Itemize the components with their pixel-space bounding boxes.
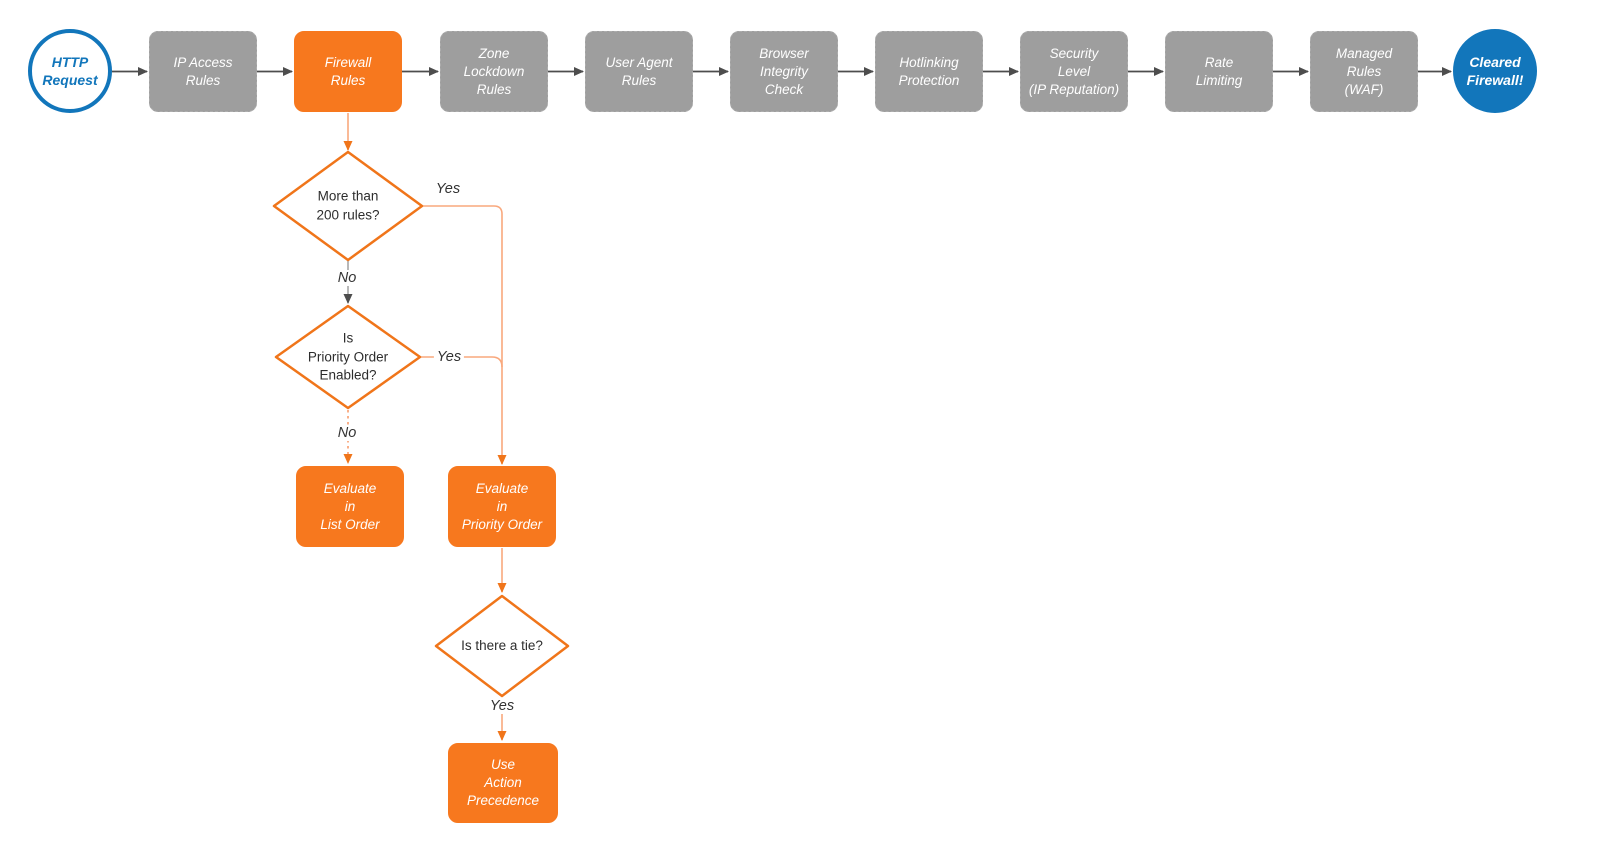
node-security-level: Security Level (IP Reputation) (1020, 31, 1128, 112)
node-use-action-precedence-label: Use Action Precedence (466, 757, 540, 808)
node-firewall-rules: Firewall Rules (294, 31, 402, 112)
decision-is-there-a-tie-shape (434, 594, 570, 698)
edge-label-decision2-yes: Yes (433, 349, 465, 365)
edge-label-decision3-yes: Yes (486, 698, 518, 714)
node-evaluate-in-list-order-label: Evaluate in List Order (320, 480, 380, 532)
decision-priority-order-enabled-label: Is Priority Order Enabled? (307, 330, 389, 383)
edge-label-decision1-yes: Yes (432, 181, 464, 197)
edge-label-decision2-no: No (334, 425, 360, 441)
decision-more-than-200-rules-label: More than 200 rules? (316, 188, 380, 223)
node-evaluate-in-list-order: Evaluate in List Order (296, 466, 404, 547)
node-http-request: HTTP Request (28, 29, 112, 113)
decision-more-than-200-rules-shape (272, 150, 424, 262)
node-use-action-precedence: Use Action Precedence (448, 743, 558, 823)
node-cleared-firewall-label: Cleared Firewall! (1466, 54, 1524, 88)
node-browser-integrity-check: Browser Integrity Check (730, 31, 838, 112)
node-cleared-firewall: Cleared Firewall! (1453, 29, 1537, 113)
node-ip-access-rules: IP Access Rules (149, 31, 257, 112)
node-user-agent-rules-label: User Agent Rules (605, 54, 673, 88)
node-managed-rules-waf: Managed Rules (WAF) (1310, 31, 1418, 112)
node-rate-limiting: Rate Limiting (1165, 31, 1273, 112)
node-browser-integrity-check-label: Browser Integrity Check (759, 45, 809, 97)
edge-label-decision1-no: No (334, 270, 360, 286)
node-user-agent-rules: User Agent Rules (585, 31, 693, 112)
node-hotlinking-protection-label: Hotlinking Protection (898, 54, 960, 88)
decision-is-there-a-tie-label: Is there a tie? (461, 637, 543, 653)
node-hotlinking-protection: Hotlinking Protection (875, 31, 983, 112)
node-firewall-rules-label: Firewall Rules (324, 54, 372, 88)
node-security-level-label: Security Level (IP Reputation) (1028, 45, 1120, 97)
node-http-request-label: HTTP Request (42, 54, 98, 88)
node-zone-lockdown-rules-label: Zone Lockdown Rules (463, 45, 525, 97)
node-evaluate-in-priority-order: Evaluate in Priority Order (448, 466, 556, 547)
node-evaluate-in-priority-order-label: Evaluate in Priority Order (461, 480, 543, 532)
node-zone-lockdown-rules: Zone Lockdown Rules (440, 31, 548, 112)
edge-decision2-yes-merge (421, 356, 503, 368)
decision-priority-order-enabled-shape (274, 304, 422, 410)
node-ip-access-rules-label: IP Access Rules (173, 54, 233, 88)
node-managed-rules-waf-label: Managed Rules (WAF) (1335, 45, 1393, 97)
edge-decision1-yes-to-evaluate-priority (423, 205, 507, 465)
node-rate-limiting-label: Rate Limiting (1195, 54, 1243, 88)
